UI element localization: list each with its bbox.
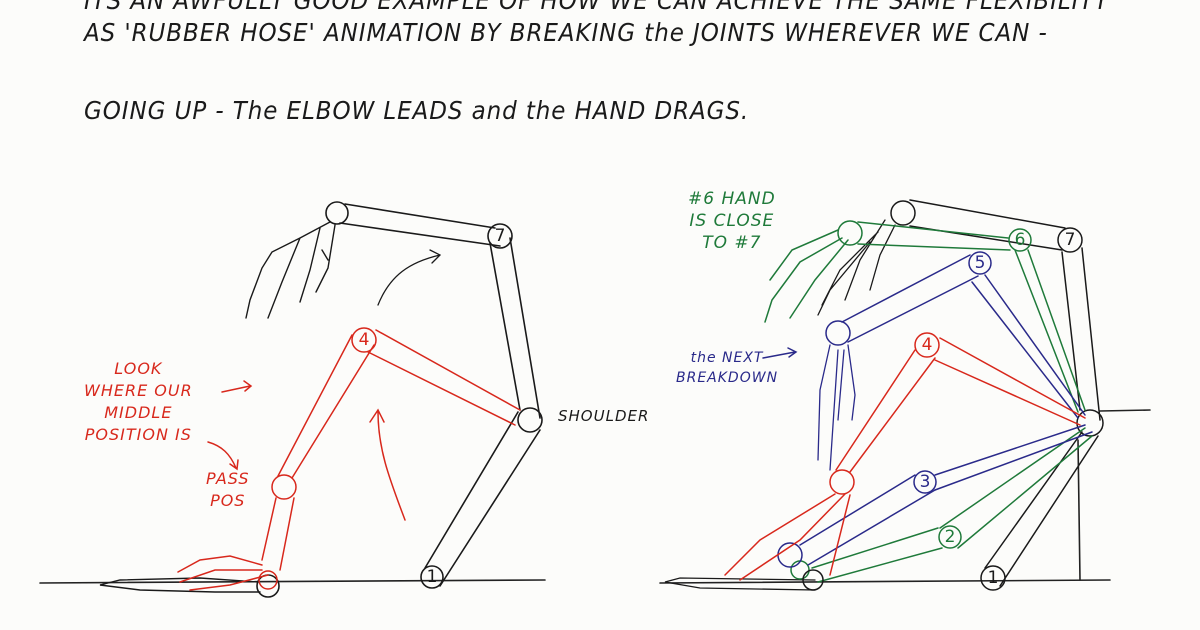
key-7-right: 7 [1065,230,1076,250]
left-black-arm [99,201,543,598]
right-blue-breakdown [762,251,1093,568]
next-breakdown-label: the NEXT BREAKDOWN [676,348,778,388]
hanging-hand [245,221,336,319]
key-3: 3 [920,472,931,492]
pass-line: POS [210,491,246,510]
hand6-line: IS CLOSE [689,211,775,231]
hand6-line: TO #7 [702,233,762,253]
right-black-arm [664,199,1104,591]
hand6-label: #6 HAND IS CLOSE TO #7 [688,188,776,254]
key-4-left: 4 [359,330,370,350]
motion-arrow-2 [369,408,406,521]
pointer-arrow-2 [207,441,239,471]
left-red-breakdown [177,327,521,591]
pointer-arrow-1 [221,380,253,393]
look-line: MIDDLE [104,403,173,422]
next-line: the NEXT [690,350,764,366]
hand6-line: #6 HAND [688,189,776,209]
table-post [1077,439,1081,581]
next-line: BREAKDOWN [676,370,779,386]
right-base-joint [802,569,824,591]
look-label: LOOK WHERE OUR MIDDLE POSITION IS [84,358,193,446]
red-hand [177,555,269,591]
pass-line: PASS [206,469,250,488]
note-line-3: GOING UP - The ELBOW LEADS and the HAND … [84,96,750,125]
note-line-1: ITS AN AWFULLY GOOD EXAMPLE OF HOW WE CA… [84,0,1110,15]
ground-line-left [39,579,546,584]
pass-pos-label: PASS POS [206,468,250,512]
key-6: 6 [1015,230,1026,250]
hand-lower [99,577,261,593]
key-2: 2 [945,527,956,547]
look-line: POSITION IS [84,425,192,444]
right-green-breakdown [764,220,1093,583]
motion-arrow-1 [377,249,442,306]
look-line: LOOK [114,359,163,378]
key-5: 5 [975,253,986,273]
table-top [1099,409,1151,412]
shoulder-label: SHOULDER [558,407,650,425]
look-line: WHERE OUR [84,381,193,400]
key-1-left: 1 [427,567,438,587]
right-red-breakdown [724,332,1086,581]
note-line-2: AS 'RUBBER HOSE' ANIMATION BY BREAKING t… [84,18,1048,47]
key-1-right: 1 [988,568,999,588]
key-4-right: 4 [922,335,933,355]
ground-line-right [659,579,1111,584]
key-7-left: 7 [495,226,506,246]
